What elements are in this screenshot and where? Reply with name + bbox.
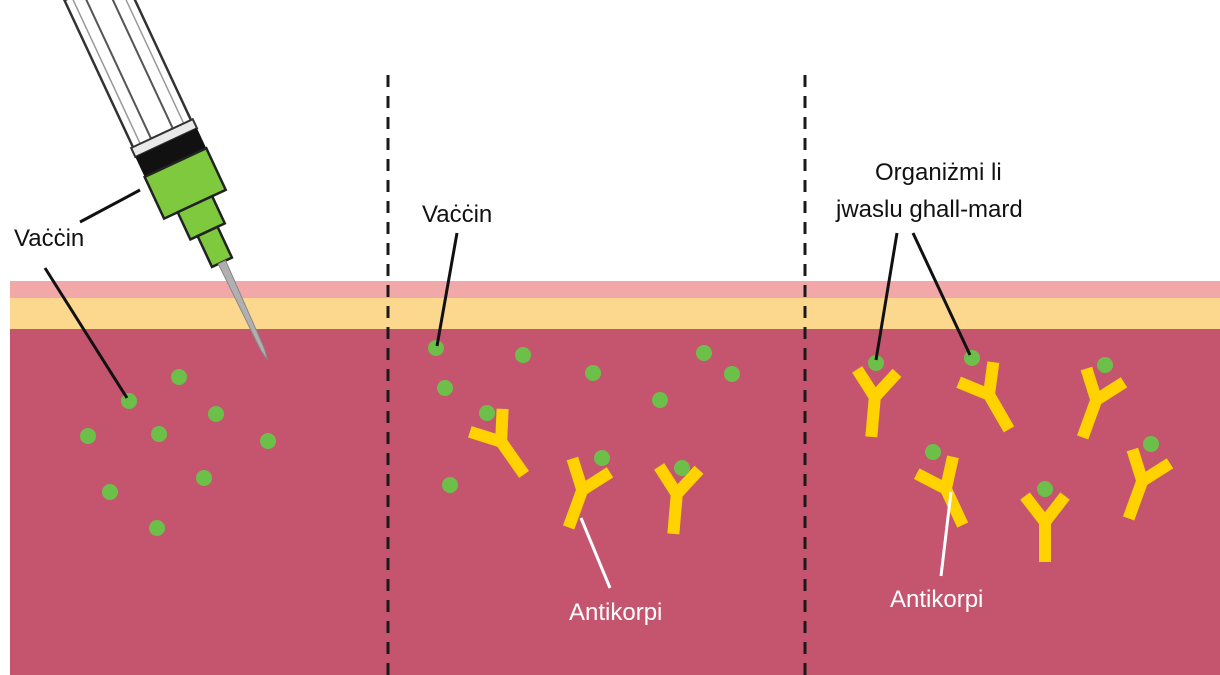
vaccine-particle-icon — [674, 460, 690, 476]
vaccine-particle-icon — [196, 470, 212, 486]
pathogen-icon — [1097, 357, 1113, 373]
vaccine-particle-icon — [652, 392, 668, 408]
vaccine-particle-icon — [585, 365, 601, 381]
vaccine-particle-icon — [80, 428, 96, 444]
pathogen-icon — [925, 444, 941, 460]
vaccine-particle-icon — [515, 347, 531, 363]
skin-fat-layer — [10, 298, 1220, 329]
pathogen-icon — [1143, 436, 1159, 452]
leader-line-syringe — [80, 190, 140, 222]
vaccine-particle-icon — [696, 345, 712, 361]
label-vaccine-panel1: Vaċċin — [14, 225, 84, 252]
label-vaccine-panel2: Vaċċin — [422, 201, 492, 228]
label-pathogens-line2: jwaslu ghall-mard — [835, 196, 1023, 223]
vaccine-particle-icon — [171, 369, 187, 385]
pathogen-icon — [1037, 481, 1053, 497]
vaccine-particle-icon — [121, 393, 137, 409]
label-pathogens-line1: Organiżmi li — [875, 159, 1002, 186]
label-antibodies-panel2: Antikorpi — [569, 599, 662, 626]
vaccine-particle-icon — [442, 477, 458, 493]
vaccine-particle-icon — [151, 426, 167, 442]
label-antibodies-panel3: Antikorpi — [890, 586, 983, 613]
vaccine-particle-icon — [479, 405, 495, 421]
skin-top-layer — [10, 281, 1220, 298]
pathogen-icon — [964, 350, 980, 366]
vaccine-particle-icon — [102, 484, 118, 500]
vaccine-particle-icon — [594, 450, 610, 466]
vaccine-particle-icon — [437, 380, 453, 396]
vaccine-particle-icon — [260, 433, 276, 449]
vaccine-particle-icon — [208, 406, 224, 422]
vaccine-particle-icon — [724, 366, 740, 382]
vaccine-particle-icon — [428, 340, 444, 356]
vaccine-particle-icon — [149, 520, 165, 536]
